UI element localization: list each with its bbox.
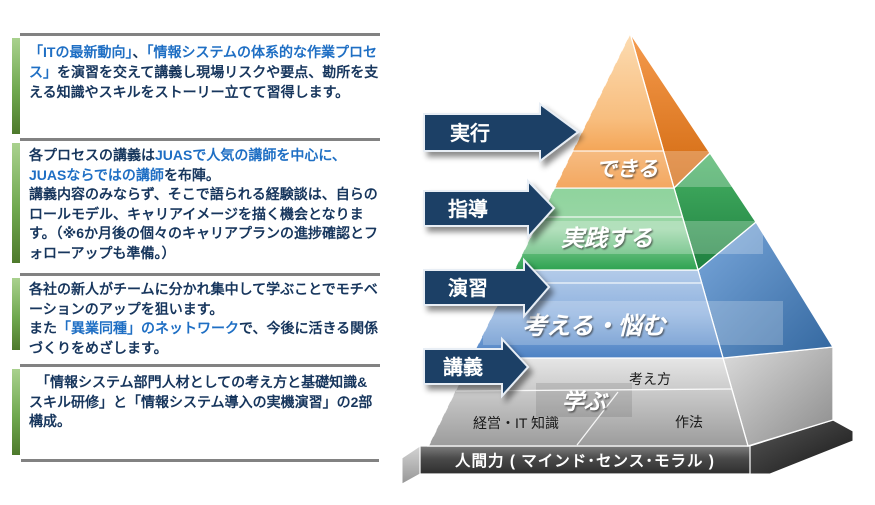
text-segment: JUASで人気の講師を中心に、JUASならではの講師 bbox=[29, 147, 346, 183]
level3-label: 考える・悩む bbox=[522, 311, 667, 340]
text-segment: を演習を交えて講義し現場リスクや要点、勘所を支える知識やスキルをストーリー立てて… bbox=[29, 64, 379, 100]
separator-line bbox=[20, 138, 380, 141]
text-segment: で、今後に活きる関係づくりをめざします。 bbox=[29, 320, 379, 356]
separator-line bbox=[21, 459, 379, 462]
separator-line bbox=[20, 273, 380, 276]
arrow-exercise-label: 演習 bbox=[448, 276, 488, 300]
paragraph: 「情報システム部門人材としての考え方と基礎知識&スキル研修」と「情報システム導入… bbox=[29, 373, 381, 432]
panel-2: 各プロセスの講義はJUASで人気の講師を中心に、JUASならではの講師を布陣。 … bbox=[29, 146, 381, 263]
arrow-guidance: 指導 bbox=[423, 178, 556, 240]
arrow-execution: 実行 bbox=[423, 102, 580, 164]
text-segment: を布陣。 bbox=[163, 166, 220, 183]
paragraph: 講義内容のみならず、そこで語られる経験談は、自らのロールモデル、キャリアイメージ… bbox=[29, 185, 381, 263]
panel-accent-bar bbox=[12, 278, 20, 350]
level4-divider-line bbox=[576, 391, 619, 446]
paragraph: 各社の新人がチームに分かれ集中して学ぶことでモチベーションのアップを狙います。 bbox=[29, 280, 381, 319]
arrow-exercise: 演習 bbox=[423, 257, 551, 319]
separator-line bbox=[20, 33, 380, 36]
level1-front-face bbox=[552, 31, 675, 189]
level2-label-band bbox=[497, 221, 763, 254]
panel-1: 「ITの最新動向」、「情報システムの体系的な作業プロセス」を演習を交えて講義し現… bbox=[29, 42, 381, 102]
panel-4: 「情報システム部門人材としての考え方と基礎知識&スキル研修」と「情報システム導入… bbox=[29, 373, 381, 432]
arrow-execution-label: 実行 bbox=[450, 121, 490, 145]
level4-label: 学ぶ bbox=[562, 389, 609, 415]
panel-accent-bar bbox=[12, 143, 20, 263]
text-segment: 講義内容のみならず、そこで語られる経験談は、自らのロールモデル、キャリアイメージ… bbox=[29, 186, 378, 261]
text-segment: 「情報システム部門人材としての考え方と基礎知識&スキル研修」と「情報システム導入… bbox=[29, 374, 373, 429]
paragraph: 各プロセスの講義はJUASで人気の講師を中心に、JUASならではの講師を布陣。 bbox=[29, 146, 381, 185]
base-label: 人間力 ( マインド･センス･モラル ) bbox=[455, 451, 715, 470]
panel-accent-bar bbox=[12, 369, 20, 455]
level2-label: 実践する bbox=[561, 225, 653, 252]
arrow-guidance-label: 指導 bbox=[448, 197, 488, 221]
level1-label: できる bbox=[596, 156, 659, 181]
panel-3: 各社の新人がチームに分かれ集中して学ぶことでモチベーションのアップを狙います。 … bbox=[29, 280, 381, 358]
level4-sublabel-top: 考え方 bbox=[629, 371, 671, 387]
arrow-lecture-label: 講義 bbox=[443, 355, 483, 379]
text-segment: 「情報システムの体系的な作業プロセス」 bbox=[29, 44, 378, 80]
paragraph: 「ITの最新動向」、「情報システムの体系的な作業プロセス」を演習を交えて講義し現… bbox=[29, 42, 381, 102]
text-segment: 、 bbox=[132, 44, 147, 60]
level1-label-band bbox=[545, 151, 737, 187]
arrow-lecture: 講義 bbox=[423, 336, 530, 399]
base-slab-left-bevel bbox=[401, 445, 421, 485]
level4-sublabel-left: 経営・IT 知識 bbox=[473, 415, 559, 431]
text-segment: 「ITの最新動向」 bbox=[29, 44, 133, 60]
separator-line bbox=[20, 364, 380, 367]
paragraph: また「異業同種」のネットワークで、今後に活きる関係づくりをめざします。 bbox=[29, 319, 381, 358]
level4-sublabel-right: 作法 bbox=[675, 414, 703, 430]
base-slab-front bbox=[419, 445, 751, 475]
text-segment: また bbox=[29, 320, 57, 336]
level3-label-band bbox=[483, 301, 783, 345]
text-segment: 「異業同種」のネットワーク bbox=[57, 320, 239, 336]
text-segment: 各プロセスの講義は bbox=[29, 147, 155, 163]
text-segment: 各社の新人がチームに分かれ集中して学ぶことでモチベーションのアップを狙います。 bbox=[29, 281, 378, 317]
panel-accent-bar bbox=[12, 38, 20, 134]
level4-label-band bbox=[536, 383, 632, 417]
